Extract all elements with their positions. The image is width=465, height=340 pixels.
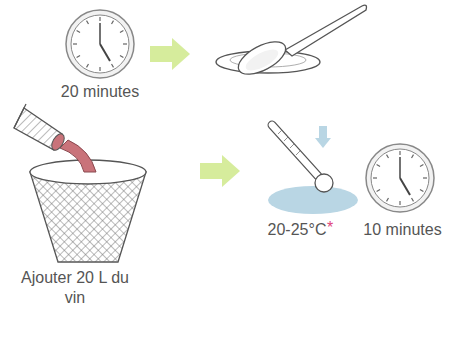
spoon-icon	[216, 5, 367, 81]
clock-icon	[66, 10, 134, 78]
thermometer-icon	[268, 125, 358, 214]
step-caption: Ajouter 20 L du vin	[15, 268, 135, 308]
bucket-icon	[14, 104, 146, 262]
clock-icon	[366, 144, 434, 212]
flow-arrow	[200, 155, 240, 187]
time-caption: 20 minutes	[45, 82, 155, 102]
time-caption: 10 minutes	[355, 220, 450, 240]
temperature-caption: 20-25°C	[262, 220, 332, 240]
footnote-mark: *	[327, 218, 333, 238]
flow-arrow	[150, 38, 190, 70]
